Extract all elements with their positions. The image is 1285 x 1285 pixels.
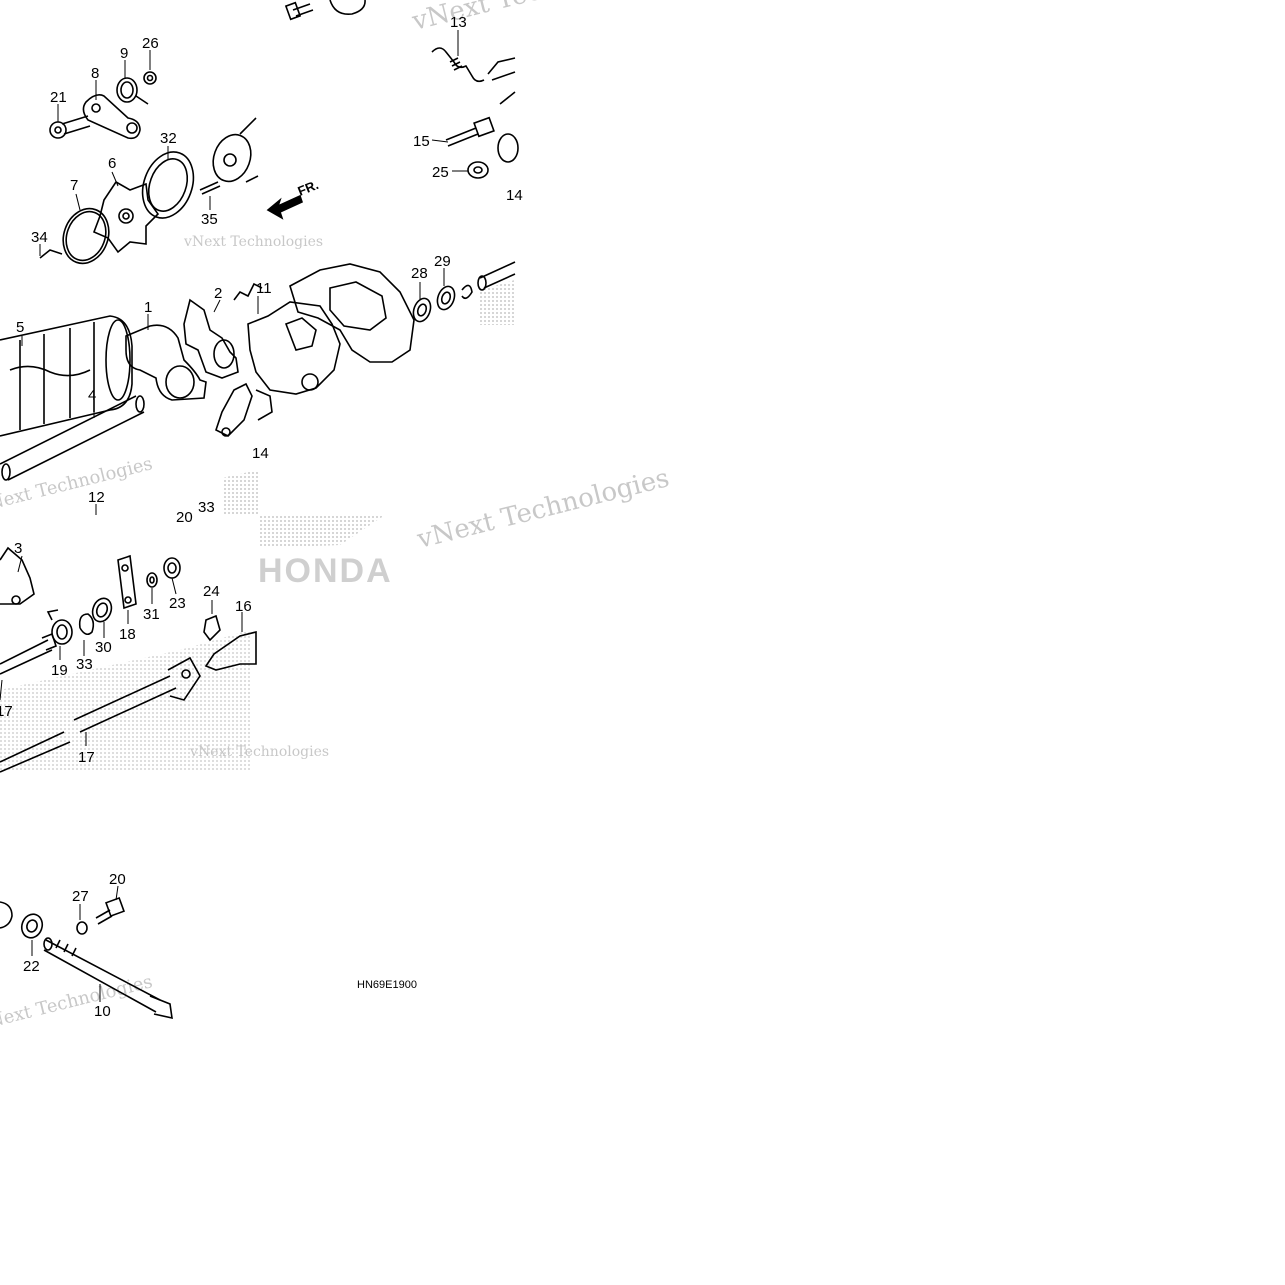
stopper-arm-8 bbox=[82, 94, 141, 140]
drum-end bbox=[212, 117, 259, 183]
callout-20-top: 20 bbox=[176, 509, 193, 526]
watermark-layer: HONDA vNext Technologies vNext Technolog… bbox=[0, 0, 672, 1035]
callout-35: 35 bbox=[201, 211, 218, 228]
callout-34: 34 bbox=[31, 229, 48, 246]
nut-27 bbox=[143, 71, 157, 85]
washers-29-30 bbox=[412, 261, 516, 323]
pivot-bolt-15 bbox=[445, 116, 495, 147]
spring-9 bbox=[116, 77, 149, 105]
diagram-code: HN69E1900 bbox=[357, 979, 417, 991]
plate-19 bbox=[117, 554, 137, 610]
brand-watermark: vNext Technologies bbox=[0, 453, 155, 517]
arm-16 bbox=[204, 630, 257, 671]
callout-4: 4 bbox=[88, 387, 96, 404]
callout-26: 25 bbox=[432, 164, 449, 181]
callout-30: 30 bbox=[95, 639, 112, 656]
callout-labels: 21 8 9 26 32 6 7 35 34 FR. 13 15 25 14 5… bbox=[0, 14, 523, 1020]
star-plate-6 bbox=[92, 180, 160, 254]
washer-30 bbox=[91, 597, 113, 623]
callout-27: 26 bbox=[142, 35, 159, 52]
callout-6: 6 bbox=[108, 155, 116, 172]
callout-33-top: 33 bbox=[198, 499, 215, 516]
callout-3: 3 bbox=[14, 540, 22, 557]
gear-7 bbox=[62, 207, 110, 265]
spring-13 bbox=[431, 47, 485, 83]
callout-31: 31 bbox=[143, 606, 160, 623]
shift-fork-2 bbox=[183, 298, 239, 379]
callout-5: 5 bbox=[16, 319, 24, 336]
callout-1: 1 bbox=[144, 299, 152, 316]
callout-33: 33 bbox=[76, 656, 93, 673]
shift-arm-14 bbox=[215, 382, 273, 437]
part-drawings bbox=[0, 0, 519, 1020]
spring-20 bbox=[46, 609, 73, 645]
brand-watermark: vNext Technologies bbox=[189, 744, 329, 760]
callout-9: 9 bbox=[120, 45, 128, 62]
shaft-lower bbox=[0, 731, 71, 773]
halftone-patch bbox=[0, 630, 250, 770]
hook-detail bbox=[233, 282, 263, 301]
bolt-top bbox=[284, 0, 366, 21]
clip-33 bbox=[78, 613, 95, 636]
shift-fork-1 bbox=[125, 324, 207, 401]
callout-12: 12 bbox=[88, 489, 105, 506]
bolt-21 bbox=[95, 897, 125, 925]
washer-28 bbox=[76, 921, 88, 935]
shaft-17 bbox=[73, 656, 201, 733]
shift-spindle-10 bbox=[43, 937, 173, 1020]
brand-watermark: vNext Technologies bbox=[408, 0, 667, 37]
shift-arm-bracket bbox=[487, 57, 519, 163]
callout-14-mid: 14 bbox=[252, 445, 269, 462]
washer-31 bbox=[146, 572, 158, 588]
callout-20: 19 bbox=[51, 662, 68, 679]
callout-17: 17 bbox=[78, 749, 95, 766]
shift-shaft-18 bbox=[0, 632, 57, 675]
bolt-22 bbox=[49, 115, 91, 139]
bearing-32 bbox=[141, 151, 195, 219]
gearshift-plate bbox=[289, 263, 415, 363]
callout-10: 10 bbox=[94, 1003, 111, 1020]
callout-13: 13 bbox=[450, 14, 467, 31]
brand-watermark: vNext Technologies bbox=[183, 234, 323, 250]
halftone-patch bbox=[258, 515, 385, 548]
callout-25: 22 bbox=[23, 958, 40, 975]
callout-19: 18 bbox=[119, 626, 136, 643]
callout-29: 28 bbox=[411, 265, 428, 282]
halftone-patch bbox=[480, 280, 515, 325]
washer-26 bbox=[467, 161, 489, 179]
callout-14-top: 14 bbox=[506, 187, 523, 204]
callout-8: 8 bbox=[91, 65, 99, 82]
fork-3 bbox=[0, 546, 35, 605]
leader-lines bbox=[0, 30, 468, 1002]
callout-30-top: 29 bbox=[434, 253, 451, 270]
pin-35 bbox=[199, 181, 221, 195]
callout-28: 27 bbox=[72, 888, 89, 905]
guide-shaft-4 bbox=[0, 395, 145, 481]
callout-11: 11 bbox=[256, 280, 272, 297]
callout-32: 32 bbox=[160, 130, 177, 147]
bolt-34 bbox=[39, 249, 63, 259]
callout-16: 16 bbox=[235, 598, 252, 615]
partial-ring-left bbox=[0, 901, 13, 929]
brand-watermark: vNext Technologies bbox=[0, 971, 155, 1035]
callout-22: 21 bbox=[50, 89, 67, 106]
callout-24: 24 bbox=[203, 583, 220, 600]
honda-logo-watermark: HONDA bbox=[258, 552, 393, 590]
brand-watermark: vNext Technologies bbox=[413, 463, 672, 555]
callout-15: 15 bbox=[413, 133, 430, 150]
clip-24 bbox=[203, 614, 221, 642]
shift-drum-5 bbox=[0, 315, 133, 437]
callout-23: 23 bbox=[169, 595, 186, 612]
callout-21: 20 bbox=[109, 871, 126, 888]
callout-2: 2 bbox=[214, 285, 222, 302]
washer-25 bbox=[20, 913, 44, 939]
callout-18: 17 bbox=[0, 703, 13, 720]
nut-23 bbox=[163, 557, 181, 579]
callout-7: 7 bbox=[70, 177, 78, 194]
front-direction-label: FR. bbox=[296, 177, 321, 199]
stopper-plate-11 bbox=[247, 301, 341, 395]
halftone-patch bbox=[222, 470, 258, 515]
front-direction-arrow bbox=[266, 194, 303, 220]
